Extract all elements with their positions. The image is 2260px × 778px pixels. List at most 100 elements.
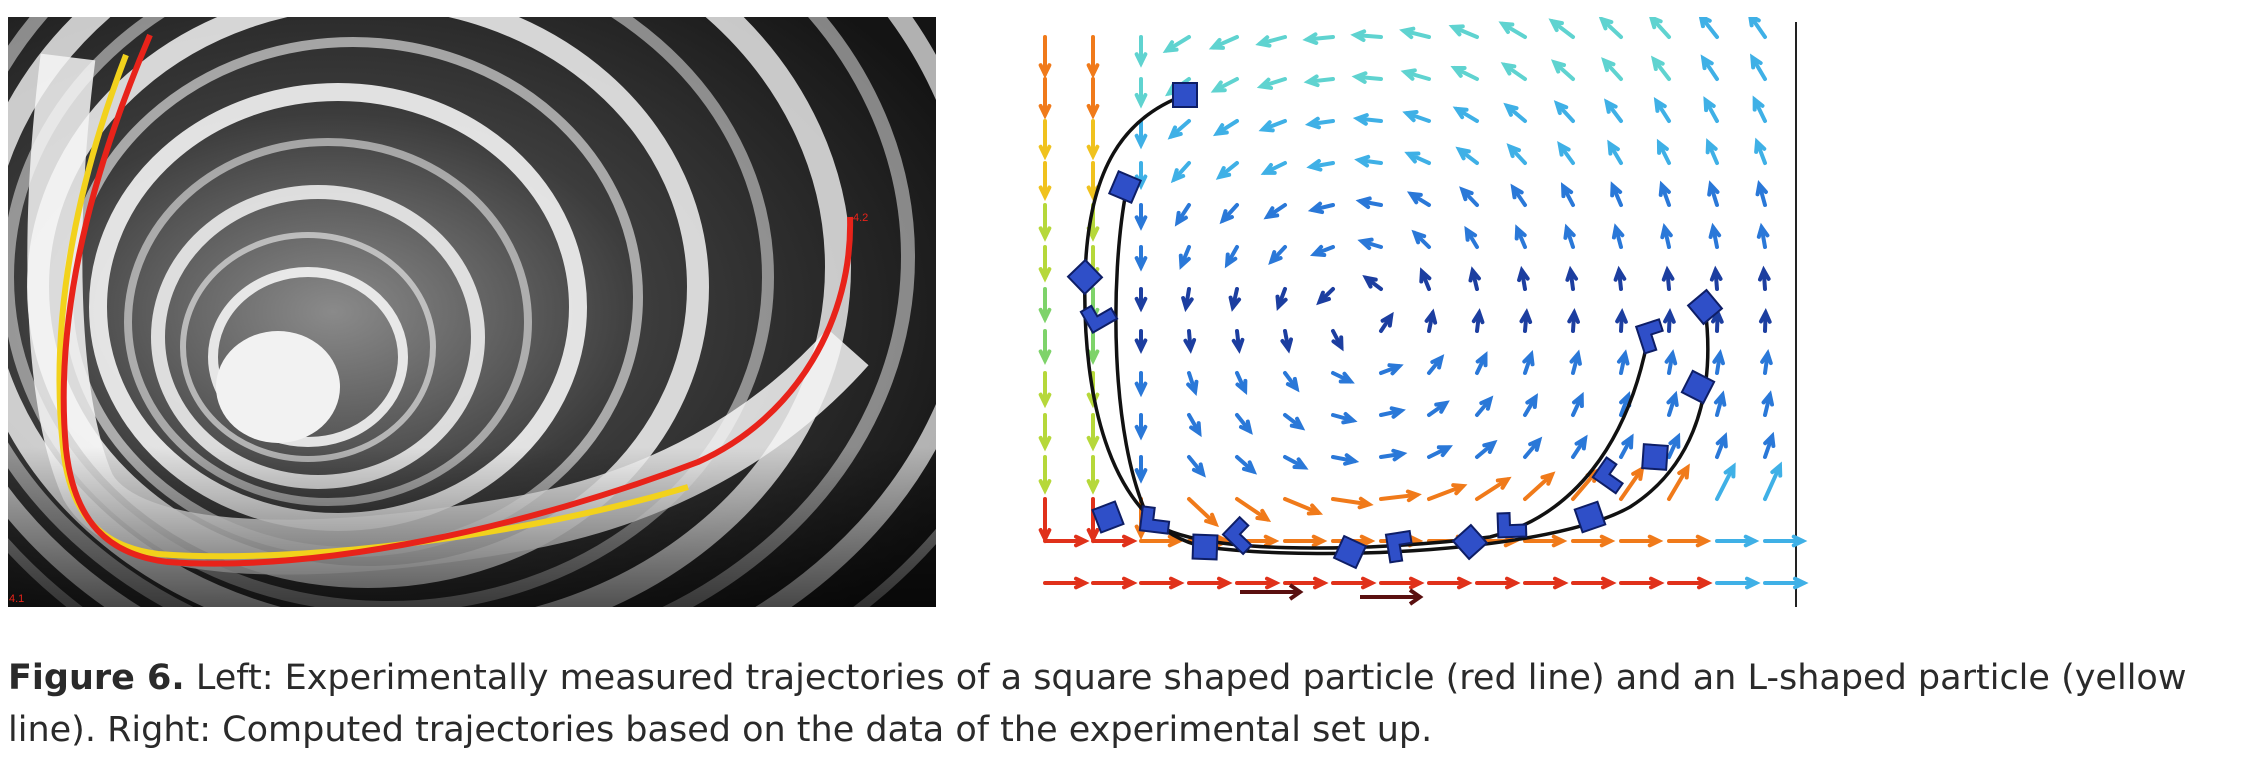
velocity-arrow: [1283, 576, 1329, 590]
velocity-arrow: [1134, 35, 1148, 68]
velocity-arrow: [1498, 21, 1527, 39]
velocity-arrow: [1427, 400, 1450, 417]
velocity-arrow: [1038, 329, 1052, 366]
velocity-arrow: [1231, 329, 1245, 354]
square-particle-marker: [1573, 500, 1607, 534]
velocity-arrow: [1761, 390, 1775, 417]
velocity-arrow: [1134, 287, 1148, 313]
velocity-arrow: [1210, 77, 1239, 93]
velocity-arrow: [1571, 391, 1584, 417]
l-particle-marker: [1079, 304, 1119, 335]
velocity-arrow: [1517, 265, 1530, 291]
velocity-arrow: [1756, 222, 1770, 249]
square-particle-marker: [1066, 258, 1104, 296]
velocity-arrow: [1750, 53, 1767, 81]
velocity-arrow: [1404, 151, 1431, 165]
velocity-arrow: [1255, 35, 1287, 48]
velocity-arrow: [1038, 371, 1052, 409]
square-particle-marker: [1191, 533, 1219, 561]
velocity-arrow: [1698, 17, 1719, 39]
velocity-arrow: [1419, 267, 1432, 291]
red-trajectory: [60, 33, 854, 567]
velocity-arrow: [1707, 180, 1720, 207]
velocity-arrow: [1043, 576, 1090, 590]
velocity-arrow: [1619, 576, 1665, 590]
velocity-arrow: [1235, 455, 1258, 475]
velocity-arrow: [1086, 329, 1100, 366]
l-particle-marker: [1384, 529, 1413, 564]
velocity-arrow: [1571, 434, 1588, 459]
velocity-arrow: [1331, 371, 1355, 384]
velocity-arrow: [1038, 119, 1052, 161]
velocity-arrow: [1607, 139, 1623, 165]
square-particle-marker: [1451, 523, 1489, 561]
velocity-arrow: [1086, 119, 1100, 161]
l-particle-marker: [1496, 512, 1528, 539]
velocity-arrow: [1134, 203, 1148, 231]
velocity-arrow: [1649, 17, 1671, 39]
velocity-arrow: [1427, 354, 1445, 375]
velocity-arrow: [1613, 265, 1627, 291]
velocity-arrow: [1134, 413, 1148, 441]
velocity-arrow: [1661, 265, 1675, 291]
velocity-arrow: [1263, 203, 1287, 220]
velocity-arrow: [1038, 35, 1052, 79]
trajectory-start-label: 4.1: [9, 593, 24, 605]
velocity-arrow: [1548, 18, 1575, 39]
velocity-arrow: [1043, 534, 1090, 548]
velocity-field: [1038, 17, 1809, 606]
velocity-arrow: [1603, 98, 1623, 123]
velocity-arrow: [1663, 308, 1676, 333]
computed-trajectory-l-shape: [1114, 191, 1652, 550]
velocity-arrow: [1455, 146, 1479, 165]
velocity-arrow: [1667, 534, 1712, 548]
velocity-arrow: [1379, 448, 1408, 462]
right-figure-simulation: [1030, 17, 1810, 607]
velocity-arrow: [1134, 77, 1148, 109]
velocity-arrow: [1304, 116, 1335, 130]
velocity-arrow: [1357, 237, 1383, 250]
velocity-arrow: [1427, 576, 1473, 590]
velocity-arrow: [1235, 576, 1281, 590]
velocity-arrow: [1086, 35, 1100, 79]
velocity-arrow: [1664, 349, 1678, 375]
velocity-arrow: [1331, 329, 1344, 352]
particle-markers: [1066, 82, 1724, 570]
velocity-arrow: [1038, 287, 1052, 324]
velocity-arrow: [1186, 371, 1199, 397]
velocity-arrow: [1427, 483, 1468, 501]
velocity-arrow: [1708, 222, 1722, 249]
velocity-arrow: [1760, 348, 1773, 375]
velocity-arrow: [1268, 245, 1287, 266]
velocity-arrow: [1355, 196, 1383, 210]
velocity-arrow: [1601, 57, 1623, 81]
velocity-arrow: [1235, 497, 1272, 523]
velocity-arrow: [1471, 308, 1485, 333]
velocity-arrow: [1650, 55, 1671, 81]
velocity-arrow: [1134, 371, 1148, 398]
velocity-arrow: [1038, 413, 1052, 452]
velocity-arrow: [1500, 62, 1527, 81]
velocity-arrow: [1553, 100, 1575, 123]
velocity-arrow: [1514, 224, 1527, 249]
velocity-arrow: [1452, 106, 1479, 123]
square-particle-marker: [1686, 288, 1724, 326]
velocity-arrow: [1755, 180, 1768, 207]
streak-ring: [8, 17, 851, 607]
velocity-arrow: [1316, 287, 1335, 306]
velocity-arrow: [1134, 455, 1148, 484]
velocity-arrow: [1134, 329, 1148, 355]
square-particle-marker: [1172, 82, 1198, 108]
velocity-arrow: [1653, 97, 1671, 123]
l-particle-marker: [1634, 318, 1664, 355]
velocity-arrow: [1565, 265, 1579, 291]
velocity-arrow: [1275, 287, 1288, 311]
velocity-arrow: [1038, 161, 1052, 202]
velocity-arrow: [1557, 141, 1575, 165]
velocity-arrow: [1658, 180, 1671, 207]
square-particle-marker: [1091, 500, 1125, 534]
velocity-arrow: [1038, 203, 1052, 242]
velocity-arrow: [1715, 576, 1761, 590]
velocity-arrow: [1667, 432, 1681, 459]
velocity-arrow: [1162, 35, 1191, 54]
